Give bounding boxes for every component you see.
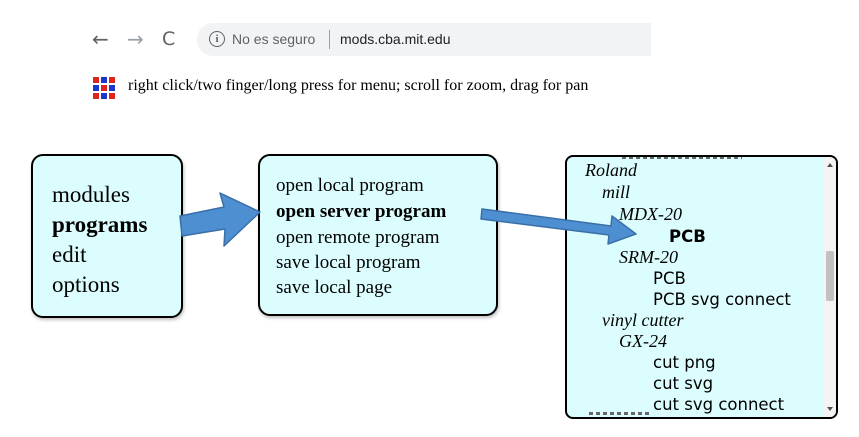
tree-program-cut-svg-connect[interactable]: cut svg connect: [653, 395, 785, 414]
tree-program-srm20-pcb[interactable]: PCB: [653, 269, 686, 288]
info-icon[interactable]: i: [209, 31, 225, 47]
security-status: No es seguro: [232, 31, 316, 47]
menu-item-save-local-page[interactable]: save local page: [276, 277, 393, 298]
tree-group-mill: mill: [602, 182, 631, 202]
address-bar[interactable]: i No es seguro mods.cba.mit.edu: [197, 23, 651, 56]
menu-item-open-remote-program[interactable]: open remote program: [276, 227, 440, 248]
tree-group-vinyl-cutter: vinyl cutter: [602, 310, 684, 330]
menu-item-edit[interactable]: edit: [52, 242, 87, 267]
tree-program-cut-png[interactable]: cut png: [653, 353, 716, 372]
reload-icon[interactable]: C: [162, 28, 176, 50]
tree-scrollbar[interactable]: [824, 157, 836, 417]
address-separator: [329, 30, 330, 49]
clipped-item-bottom: [589, 412, 649, 415]
tree-program-cut-svg[interactable]: cut svg: [653, 374, 714, 393]
tree-machine-gx24: GX-24: [619, 331, 667, 351]
tree-machine-mdx20: MDX-20: [619, 204, 682, 224]
forward-arrow-icon[interactable]: →: [127, 27, 144, 51]
menu-item-save-local-program[interactable]: save local program: [276, 252, 421, 273]
tree-vendor-roland: Roland: [585, 160, 637, 180]
menu-item-open-local-program[interactable]: open local program: [276, 175, 424, 196]
menu-item-options[interactable]: options: [52, 272, 120, 297]
scroll-down-arrow-icon[interactable]: [827, 407, 833, 411]
menu-item-programs[interactable]: programs: [52, 212, 148, 237]
menu-item-open-server-program[interactable]: open server program: [276, 201, 447, 222]
scroll-up-arrow-icon[interactable]: [827, 163, 833, 167]
server-program-list[interactable]: Roland mill MDX-20 PCB SRM-20 PCB PCB sv…: [565, 155, 838, 419]
menu-item-modules[interactable]: modules: [52, 182, 130, 207]
programs-menu: open local program open server program o…: [258, 154, 498, 316]
mods-grid-icon: [93, 77, 115, 99]
scrollbar-thumb[interactable]: [826, 251, 834, 301]
tree-program-srm20-pcb-svg-connect[interactable]: PCB svg connect: [653, 290, 791, 309]
arrow-icon-server-program: [480, 208, 637, 245]
arrow-icon-programs: [179, 192, 261, 247]
clipped-item-top: [622, 157, 742, 159]
tree-program-mdx20-pcb[interactable]: PCB: [669, 227, 706, 246]
url-text[interactable]: mods.cba.mit.edu: [340, 31, 451, 47]
back-arrow-icon[interactable]: ←: [92, 27, 109, 51]
usage-hint: right click/two finger/long press for me…: [128, 77, 589, 94]
tree-machine-srm20: SRM-20: [619, 247, 678, 267]
main-menu: modules programs edit options: [31, 154, 183, 318]
